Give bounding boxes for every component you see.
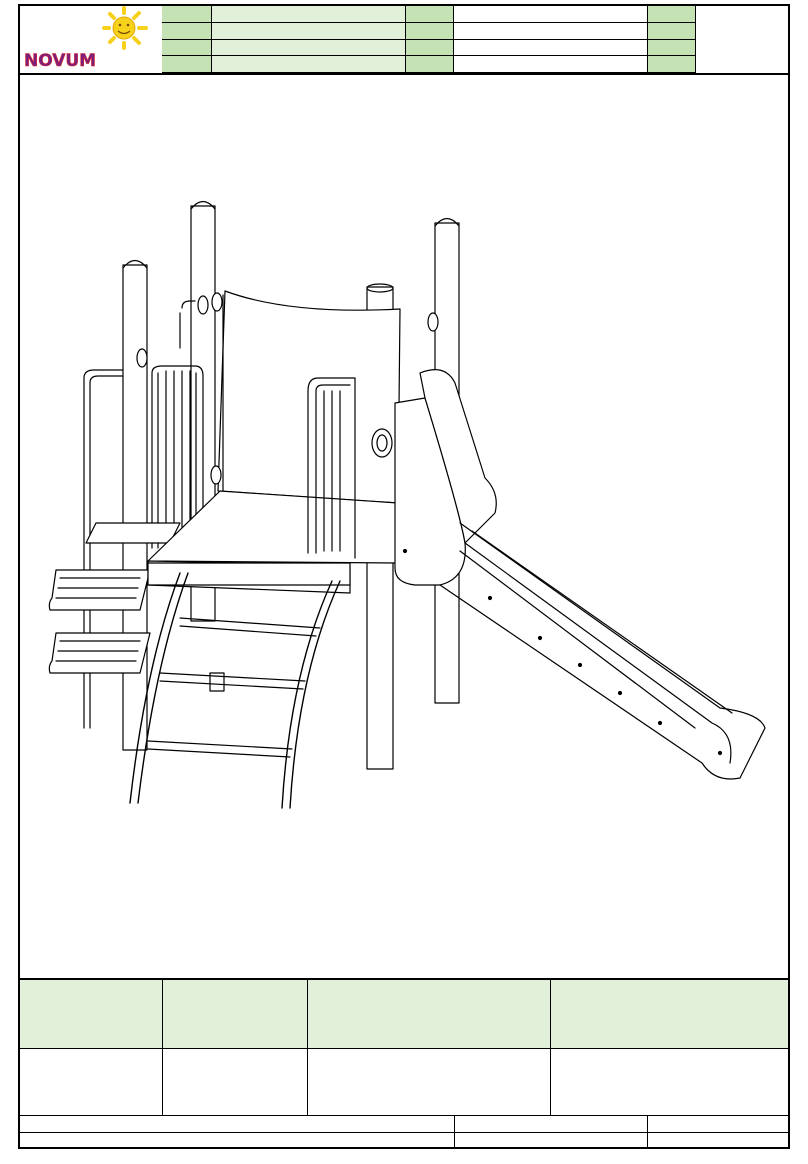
header-cell [162,40,212,56]
header-cell [212,40,406,56]
footer-cell [163,980,308,1115]
brand-name: NOVUM [24,51,96,71]
header-cell [162,56,212,73]
title-block-footer [20,978,788,1149]
footer-divider [454,1115,455,1149]
header-cell [406,6,454,23]
header-cell [212,56,406,73]
slide [371,369,766,780]
deck-platform [147,490,399,594]
novum-logo: NOVUM [24,6,148,71]
footer-divider [20,1132,788,1133]
footer-header-row [20,980,788,1048]
logo-cell: NOVUM [20,6,164,73]
header-cell [648,23,696,40]
header-cell [696,6,788,73]
header-cell [162,6,212,23]
footer-cell [308,980,551,1115]
header-cell [406,40,454,56]
sun-icon [102,6,148,50]
footer-divider [20,1115,788,1116]
header-cell [454,56,648,73]
header-cell [454,23,648,40]
right-railing [307,377,356,559]
header-grid [162,6,788,73]
header-cell [162,23,212,40]
title-block-header: NOVUM [20,6,788,75]
footer-cell [20,980,163,1115]
footer-divider [647,1115,648,1149]
mounting-brackets [136,292,439,485]
header-cell [648,56,696,73]
front-ladder [129,572,341,809]
header-cell [212,6,406,23]
header-cell [406,56,454,73]
header-cell [648,40,696,56]
playground-slide-tower-drawing-icon [48,200,766,809]
header-cell [406,23,454,40]
header-cell [454,40,648,56]
header-cell [648,6,696,23]
drawing-sheet: NOVUM [18,4,790,1149]
technical-drawing-area [20,73,788,978]
header-cell [212,23,406,40]
back-panel [217,290,401,504]
side-ladder [48,522,181,674]
header-cell [454,6,648,23]
footer-divider [20,1048,788,1049]
